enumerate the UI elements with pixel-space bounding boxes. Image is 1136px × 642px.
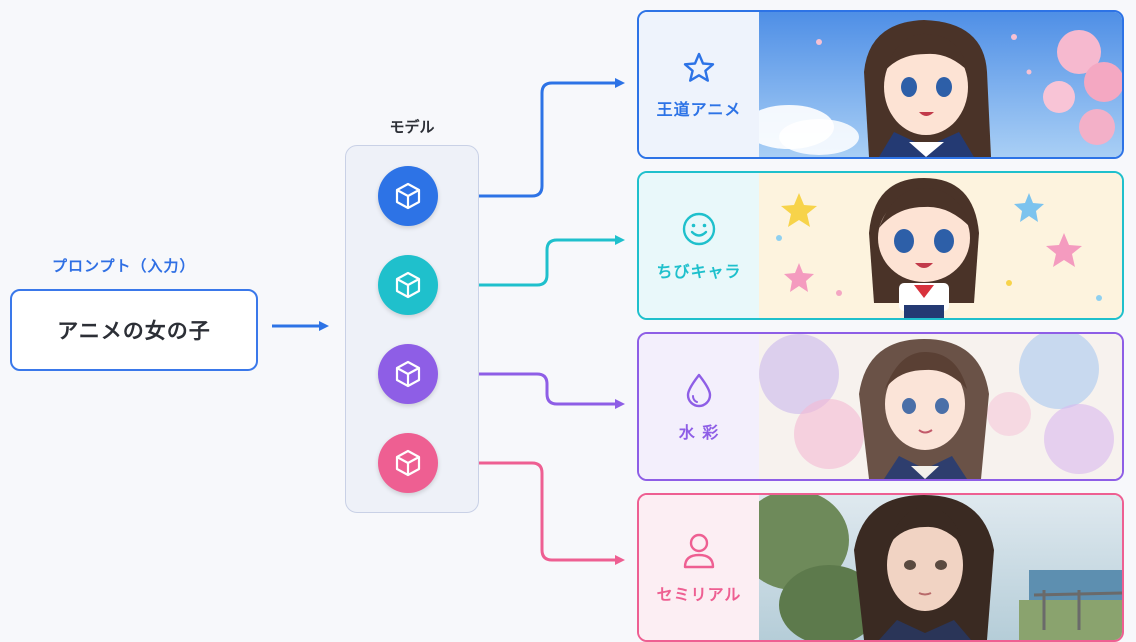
wire-watercolor xyxy=(455,372,625,409)
style-label-semireal: セミリアル xyxy=(656,584,742,604)
cube-icon xyxy=(395,449,421,477)
sample-image-anime xyxy=(759,12,1122,157)
smile-icon xyxy=(682,212,716,245)
wire-chibi xyxy=(455,235,625,287)
style-card-anime[interactable]: 王道アニメ xyxy=(637,10,1124,159)
model-node-semireal[interactable] xyxy=(378,433,438,493)
sample-image-semireal xyxy=(759,495,1122,640)
model-node-chibi[interactable] xyxy=(378,255,438,315)
cube-icon xyxy=(395,360,421,388)
style-card-semireal[interactable]: セミリアル xyxy=(637,493,1124,642)
prompt-input-box[interactable]: アニメの女の子 xyxy=(10,289,258,371)
cube-icon xyxy=(395,182,421,210)
sample-image-watercolor xyxy=(759,334,1122,479)
star-icon xyxy=(683,52,715,82)
model-node-watercolor[interactable] xyxy=(378,344,438,404)
style-label-anime: 王道アニメ xyxy=(656,99,742,119)
sample-image-chibi xyxy=(759,173,1122,318)
style-label-watercolor: 水 彩 xyxy=(678,422,720,442)
style-card-chibi[interactable]: ちびキャラ xyxy=(637,171,1124,320)
model-node-anime[interactable] xyxy=(378,166,438,226)
wire-anime xyxy=(455,78,625,198)
cube-icon xyxy=(395,271,421,299)
person-icon xyxy=(683,533,715,568)
model-label: モデル xyxy=(389,118,435,136)
style-card-watercolor[interactable]: 水 彩 xyxy=(637,332,1124,481)
droplet-icon xyxy=(686,373,712,407)
style-label-chibi: ちびキャラ xyxy=(656,261,742,281)
wire-semireal xyxy=(455,461,625,565)
prompt-label: プロンプト（入力） xyxy=(52,257,196,275)
